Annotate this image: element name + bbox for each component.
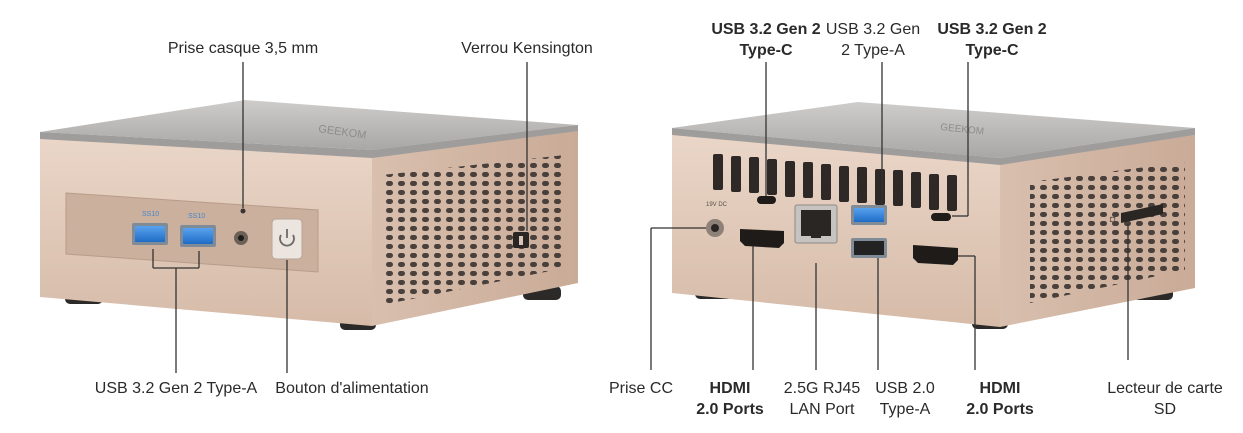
rear-usbc-left-label: USB 3.2 Gen 2 Type-C <box>666 19 866 61</box>
rear-usbc-right-label: USB 3.2 Gen 2 Type-C <box>922 19 1062 61</box>
hdmi-port <box>740 229 784 248</box>
mini-pc-front-view: GEEKOM SS10 SS10 <box>40 100 578 330</box>
rear-usbc-right-line1: USB 3.2 Gen 2 <box>937 21 1047 38</box>
hdmi-right-line1: HDMI <box>979 380 1021 397</box>
lan-line2: LAN Port <box>789 401 855 418</box>
front-leader-lines <box>152 62 528 373</box>
side-vent <box>1030 162 1185 303</box>
svg-text:19V DC: 19V DC <box>706 202 728 208</box>
svg-text:◘: ◘ <box>1110 214 1116 224</box>
hdmi-left-line2: 2.0 Ports <box>696 401 764 418</box>
power-button[interactable] <box>271 218 303 260</box>
svg-text:GEEKOM: GEEKOM <box>940 122 985 138</box>
front-usb-a-port: SS10 <box>132 211 168 245</box>
hdmi-left-label: HDMI 2.0 Ports <box>680 378 780 420</box>
power-button-label: Bouton d'alimentation <box>275 380 429 397</box>
side-vent <box>382 155 565 305</box>
sd-reader-line2: SD <box>1153 401 1177 418</box>
rear-usbc-left-line2: Type-C <box>739 42 793 59</box>
rear-usbc-left-line1: USB 3.2 Gen 2 <box>711 21 821 38</box>
rear-leader-lines <box>650 62 1129 370</box>
usb2-line1: USB 2.0 <box>875 380 935 397</box>
headphone-jack-label: Prise casque 3,5 mm <box>167 40 319 57</box>
rear-usba-line1: USB 3.2 Gen <box>825 21 921 38</box>
rear-usba-label: USB 3.2 Gen 2 Type-A <box>812 19 934 61</box>
rj45-port <box>794 204 838 244</box>
hdmi-right-label: HDMI 2.0 Ports <box>948 378 1052 420</box>
usb-c-port <box>757 196 776 204</box>
top-lid <box>672 102 1195 158</box>
svg-text:SS10: SS10 <box>142 211 159 218</box>
sd-reader-label: Lecteur de carte SD <box>1090 378 1240 420</box>
rear-usbc-right-line2: Type-C <box>965 42 1019 59</box>
lan-label: 2.5G RJ45 LAN Port <box>770 378 874 420</box>
usb-c-port <box>931 213 951 221</box>
sd-reader-line1: Lecteur de carte <box>1107 380 1223 397</box>
kensington-lock-label: Verrou Kensington <box>461 40 593 57</box>
rear-usba-line2: 2 Type-A <box>841 42 905 59</box>
front-usb-a-port: SS10 <box>180 213 216 247</box>
top-lid <box>40 100 578 150</box>
hdmi-right-line2: 2.0 Ports <box>966 401 1034 418</box>
hdmi-port <box>913 245 958 265</box>
svg-text:SS10: SS10 <box>188 213 205 220</box>
usb2-line2: Type-A <box>879 401 931 418</box>
sd-card-slot: ◘ <box>1110 204 1163 224</box>
lan-line1: 2.5G RJ45 <box>783 380 861 397</box>
mini-pc-rear-view: GEEKOM ◘ 19V DC <box>672 102 1195 329</box>
dc-in-label: Prise CC <box>608 380 673 397</box>
hdmi-left-line1: HDMI <box>709 380 751 397</box>
front-usb-label: USB 3.2 Gen 2 Type-A <box>94 380 258 397</box>
usb2-label: USB 2.0 Type-A <box>862 378 948 420</box>
